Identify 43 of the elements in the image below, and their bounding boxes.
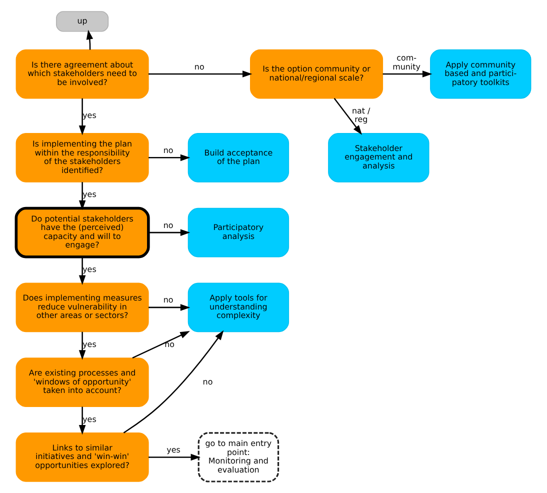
- edge-label: no: [163, 296, 174, 305]
- arrow: [78, 332, 86, 360]
- edge-label: yes: [82, 264, 96, 274]
- arrow: [148, 454, 201, 461]
- node-box: Is implementing the plan within the responsibility of the stakeholders identified?: [16, 132, 149, 182]
- arrow: [123, 330, 224, 434]
- edge-label: no: [164, 340, 174, 349]
- arrow: [132, 331, 190, 359]
- edge-label: no: [163, 146, 174, 155]
- node-box: Stakeholder engagement and analysis: [328, 132, 430, 182]
- arrow: [78, 98, 86, 136]
- arrow: [86, 30, 94, 50]
- node-box: Does implementing measures reduce vulnerability in other areas or sectors?: [16, 282, 149, 332]
- arrow: [148, 229, 190, 236]
- arrow: [148, 154, 190, 162]
- edge-label: com- munity: [392, 53, 420, 72]
- node-box: Apply community based and partici- patory toolkits: [430, 49, 532, 99]
- node-box: go to main entry point: Monitoring and evaluation: [198, 432, 280, 482]
- node-box: Is the option community or national/regional scale?: [250, 49, 384, 99]
- node-box: Build acceptance of the plan: [188, 132, 290, 182]
- arrow: [78, 406, 86, 435]
- edge-label: no: [163, 220, 174, 230]
- edge-label: yes: [82, 414, 96, 424]
- edge-label: yes: [82, 110, 96, 120]
- arrow: [334, 98, 362, 135]
- node-box: Is there agreement about which stakeholders need to be involved?: [16, 49, 149, 99]
- edge-label: yes: [82, 340, 96, 349]
- node-box: Do potential stakeholders have the (perceived) capacity and will to engage?: [14, 206, 150, 258]
- node-box: Are existing processes and 'windows of opportunity' taken into account?: [16, 358, 149, 408]
- arrow: [78, 256, 86, 286]
- arrow: [148, 304, 190, 311]
- edge-label: nat / reg: [352, 106, 370, 124]
- node-box: Participatory analysis: [188, 208, 290, 258]
- arrow: [382, 70, 432, 78]
- node-box: Apply tools for understanding complexity: [188, 282, 290, 332]
- edge-label: no: [202, 377, 213, 386]
- node-box: Links to similar initiatives and 'win-win' opportunities explored?: [16, 432, 149, 482]
- arrow: [148, 70, 252, 78]
- arrow: [78, 182, 86, 210]
- node-box: up: [56, 11, 109, 32]
- edge-label: no: [194, 62, 204, 72]
- edge-label: yes: [82, 190, 96, 200]
- edge-label: yes: [166, 445, 180, 454]
